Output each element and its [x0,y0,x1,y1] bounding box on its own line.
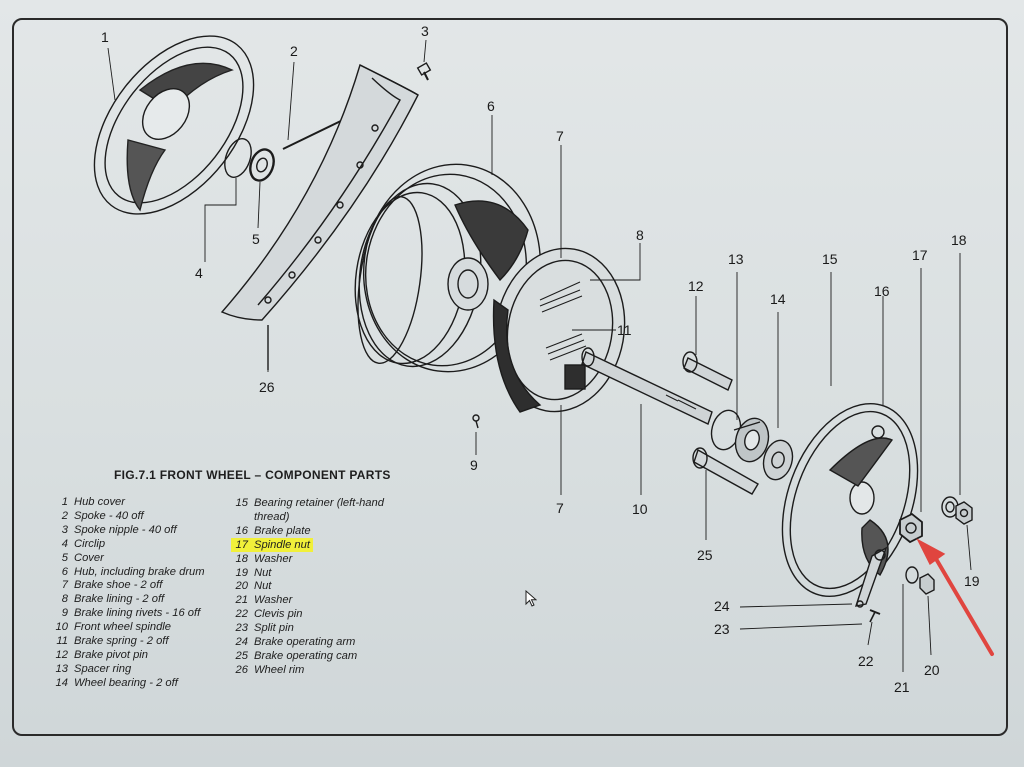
brake-rivet-part [472,414,480,429]
callout-20: 20 [924,662,940,678]
callout-7-top: 7 [556,128,564,144]
legend-item-continuation: thread) [254,510,290,523]
callout-4: 4 [195,265,203,281]
washer-21-part [905,566,919,584]
callout-3: 3 [421,23,429,39]
figure-title: FIG.7.1 FRONT WHEEL – COMPONENT PARTS [114,468,391,482]
callout-18: 18 [951,232,967,248]
callout-26: 26 [259,379,275,395]
callout-11: 11 [617,322,632,338]
spindle-nut-part [899,512,923,544]
brake-cam-part [692,447,759,495]
brake-plate-part [781,402,919,598]
callout-21: 21 [894,679,910,695]
brake-pivot-pin-part [682,351,733,391]
brake-arm-part [854,546,888,608]
leader-lines [107,39,972,672]
nut-20-part [919,573,935,595]
page-border [12,18,1008,736]
hub-cover-part [93,35,255,215]
callout-1: 1 [101,29,109,45]
wheel-spindle-part [581,347,713,425]
nut-19-part [955,501,973,525]
brake-shoe-assembly-part [492,247,626,413]
callout-17: 17 [912,247,928,263]
callout-8: 8 [636,227,644,243]
callout-16: 16 [874,283,890,299]
callout-10: 10 [632,501,648,517]
callout-23: 23 [714,621,730,637]
callout-5: 5 [252,231,260,247]
arrow-pointer-icon [525,590,537,607]
callout-25: 25 [697,547,713,563]
spoke-nipple-part [416,62,432,81]
callout-19: 19 [964,573,980,589]
wheel-rim-part [220,64,419,370]
hub-brake-drum-part [354,163,542,373]
clevis-pin-part [869,609,881,623]
circlip-part [224,138,252,178]
bearing-retainer-part [762,439,794,481]
callout-24: 24 [714,598,730,614]
callout-labels: 1 2 3 4 5 6 7 8 9 11 7 10 12 13 14 15 16… [101,23,980,695]
callout-15: 15 [822,251,838,267]
callout-14: 14 [770,291,786,307]
callout-12: 12 [688,278,704,294]
cover-part [249,148,275,182]
red-arrow-icon [916,538,994,656]
callout-2: 2 [290,43,298,59]
callout-9: 9 [470,457,478,473]
callout-22: 22 [858,653,874,669]
callout-6: 6 [487,98,495,114]
callout-13: 13 [728,251,744,267]
wheel-bearing-part [733,417,770,463]
callout-7-bottom: 7 [556,500,564,516]
